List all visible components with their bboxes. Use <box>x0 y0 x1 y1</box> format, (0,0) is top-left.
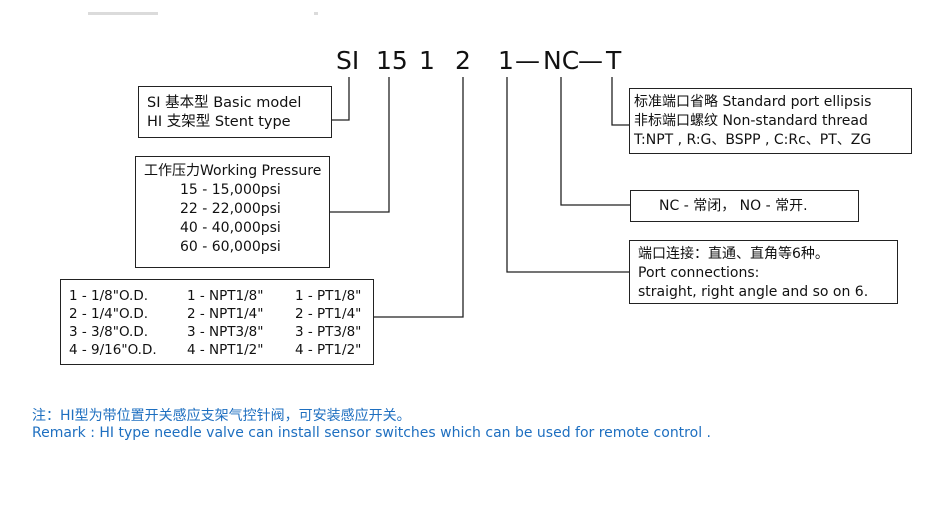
pressure-title: 工作压力Working Pressure <box>144 163 322 179</box>
port-size-cell: 3 - PT3/8" <box>295 324 362 340</box>
port-size-cell: 3 - NPT3/8" <box>187 324 264 340</box>
nc-text: NC - 常闭， NO - 常开. <box>659 198 808 214</box>
port-size-grid: 1 - 1/8"O.D. 1 - NPT1/8" 1 - PT1/8" 2 - … <box>69 287 373 359</box>
port-size-cell: 4 - NPT1/2" <box>187 342 264 358</box>
port-size-cell: 1 - PT1/8" <box>295 288 362 304</box>
port-size-cell: 2 - 1/4"O.D. <box>69 306 149 322</box>
thread-line: T:NPT , R:G、BSPP , C:Rc、PT、ZG <box>634 132 872 148</box>
code-segment-connection: 1 <box>498 46 514 75</box>
nc-box: NC - 常闭， NO - 常开. <box>630 190 859 222</box>
code-segment-pressure: 15 <box>376 46 408 75</box>
pressure-box: 工作压力Working Pressure 15 - 15,000psi 22 -… <box>135 156 330 268</box>
model-type-box: SI 基本型 Basic model HI 支架型 Stent type <box>138 86 332 138</box>
connection-line: straight, right angle and so on 6. <box>638 284 869 300</box>
model-type-line: SI 基本型 Basic model <box>147 95 302 111</box>
code-dash-2: — <box>578 46 603 75</box>
connector-t <box>611 77 629 126</box>
cropped-text-fragment <box>88 12 158 15</box>
note-english: Remark : HI type needle valve can instal… <box>32 425 711 441</box>
code-segment-1: 1 <box>419 46 435 75</box>
connector-15 <box>330 77 390 213</box>
thread-line: 标准端口省略 Standard port ellipsis <box>634 94 872 110</box>
code-segment-series: SI <box>336 46 360 75</box>
connector-2 <box>374 77 464 318</box>
thread-line: 非标端口螺纹 Non-standard thread <box>634 113 868 129</box>
port-size-cell: 2 - NPT1/4" <box>187 306 264 322</box>
port-size-cell: 2 - PT1/4" <box>295 306 362 322</box>
port-size-box: 1 - 1/8"O.D. 1 - NPT1/8" 1 - PT1/8" 2 - … <box>60 279 374 365</box>
pressure-row: 60 - 60,000psi <box>180 239 281 255</box>
connector-si <box>332 77 350 121</box>
model-type-line: HI 支架型 Stent type <box>147 114 291 130</box>
cropped-text-fragment <box>314 12 318 15</box>
connector-nc <box>560 77 630 206</box>
port-size-cell: 3 - 3/8"O.D. <box>69 324 149 340</box>
code-segment-nc: NC <box>543 46 580 75</box>
port-size-cell: 1 - 1/8"O.D. <box>69 288 149 304</box>
pressure-row: 40 - 40,000psi <box>180 220 281 236</box>
connection-box: 端口连接：直通、直角等6种。 Port connections: straigh… <box>629 240 898 304</box>
connection-line: 端口连接：直通、直角等6种。 <box>638 246 829 262</box>
connector-connection <box>506 77 629 273</box>
connection-line: Port connections: <box>638 265 760 281</box>
thread-box: 标准端口省略 Standard port ellipsis 非标端口螺纹 Non… <box>629 88 912 154</box>
note-chinese: 注：HI型为带位置开关感应支架气控针阀，可安装感应开关。 <box>32 408 411 424</box>
port-size-cell: 4 - PT1/2" <box>295 342 362 358</box>
code-segment-thread: T <box>606 46 622 75</box>
port-size-cell: 1 - NPT1/8" <box>187 288 264 304</box>
pressure-row: 15 - 15,000psi <box>180 182 281 198</box>
pressure-row: 22 - 22,000psi <box>180 201 281 217</box>
port-size-cell: 4 - 9/16"O.D. <box>69 342 157 358</box>
code-segment-port-size: 2 <box>455 46 471 75</box>
code-dash-1: — <box>515 46 540 75</box>
